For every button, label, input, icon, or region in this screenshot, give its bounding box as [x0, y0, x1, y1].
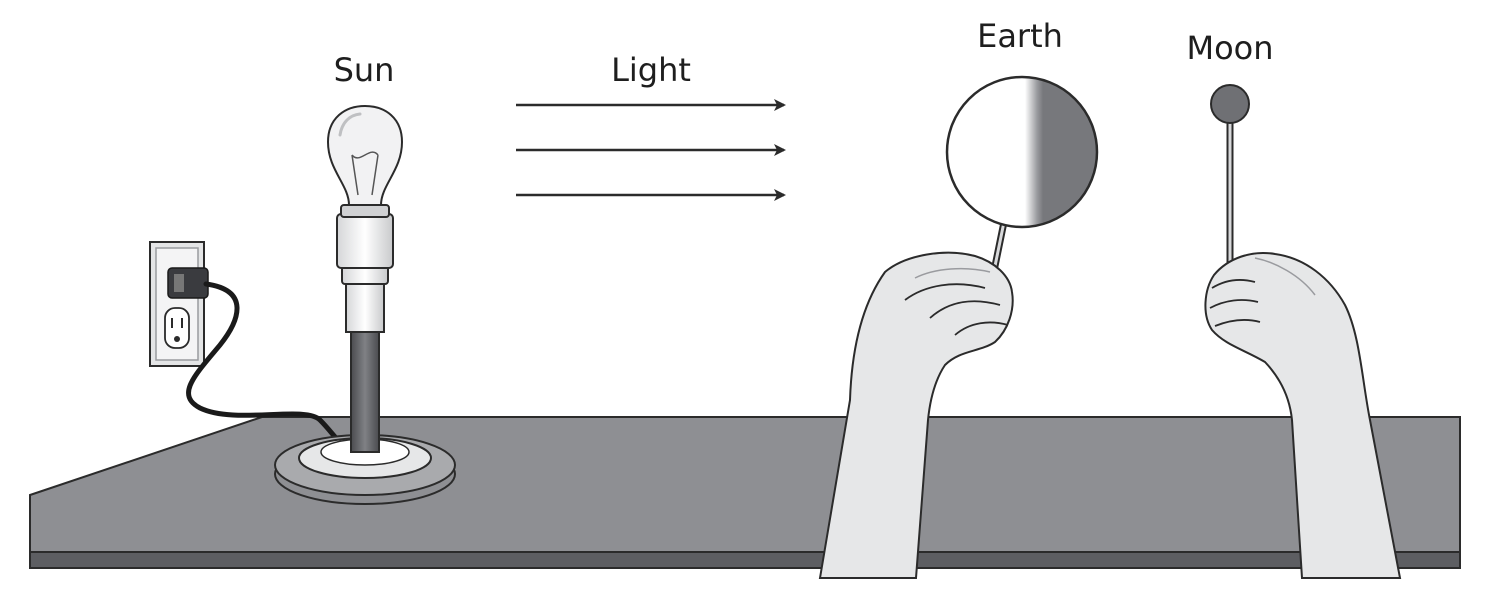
outlet-icon — [149, 241, 205, 367]
power-cord — [186, 281, 343, 445]
table — [29, 416, 1461, 569]
plug-icon — [167, 267, 209, 299]
table-front-edge — [29, 551, 1461, 569]
earth-label: Earth — [977, 17, 1063, 55]
hand-icon — [818, 251, 1014, 579]
lamp-icon — [274, 104, 456, 505]
table-top — [29, 416, 1461, 553]
light-arrows — [516, 99, 786, 201]
light-label: Light — [611, 51, 691, 89]
earth-ball — [945, 75, 1099, 229]
hand-icon — [1204, 252, 1402, 579]
moon-label: Moon — [1186, 29, 1274, 67]
moon-ball — [1210, 84, 1250, 124]
sun-label: Sun — [333, 51, 395, 89]
